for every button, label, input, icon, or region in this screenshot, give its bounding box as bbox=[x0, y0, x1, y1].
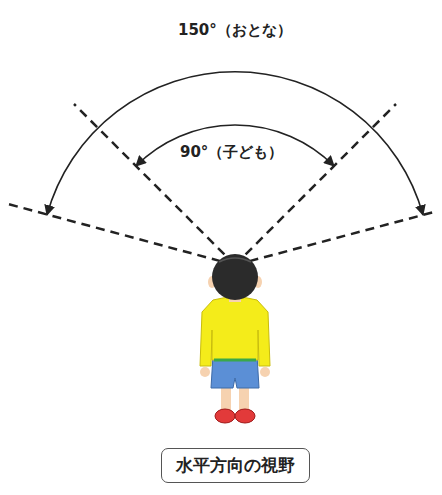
angle-label: 90°（子ども） bbox=[180, 143, 283, 161]
angle-label: 150°（おとな） bbox=[178, 21, 292, 39]
hand bbox=[260, 367, 270, 377]
shoe bbox=[215, 409, 235, 423]
sight-lines bbox=[8, 104, 434, 265]
adult-right-line bbox=[235, 212, 434, 265]
adult-angle-arc bbox=[47, 72, 423, 215]
adult-left-line bbox=[8, 204, 235, 265]
hair bbox=[212, 254, 258, 300]
hair-shine bbox=[219, 258, 251, 262]
shirt bbox=[200, 297, 270, 366]
hand bbox=[200, 367, 210, 377]
shoe bbox=[235, 409, 255, 423]
child-figure bbox=[200, 254, 270, 423]
child-angle-arc bbox=[136, 125, 334, 166]
shorts bbox=[211, 355, 259, 388]
shirt-hem bbox=[214, 359, 256, 362]
caption-text: 水平方向の視野 bbox=[176, 455, 295, 475]
caption-box: 水平方向の視野 bbox=[161, 448, 310, 483]
